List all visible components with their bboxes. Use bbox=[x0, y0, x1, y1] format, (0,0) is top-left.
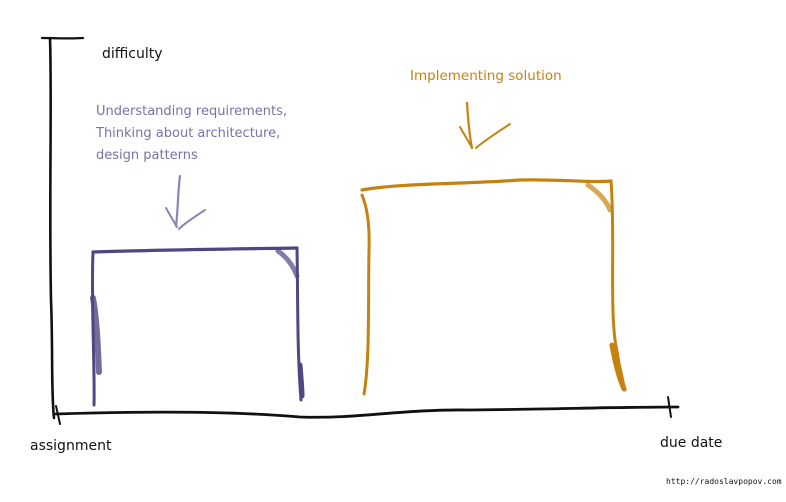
credit-url: http://radoslavpopov.com bbox=[666, 477, 782, 486]
y-axis bbox=[40, 36, 85, 420]
phase2-arrow-icon bbox=[459, 101, 511, 150]
x-axis bbox=[54, 396, 680, 425]
phase1-label-line: Thinking about architecture, bbox=[96, 126, 281, 141]
phase2-box bbox=[360, 178, 627, 396]
phase2-label: Implementing solution bbox=[410, 68, 562, 84]
phase1-label-line: design patterns bbox=[96, 148, 198, 163]
phase1-arrow-icon bbox=[165, 174, 206, 230]
phase1-label: Understanding requirements, Thinking abo… bbox=[96, 101, 287, 167]
phase1-label-line: Understanding requirements, bbox=[96, 104, 288, 119]
x-axis-end-label: due date bbox=[660, 435, 723, 451]
phase1-box bbox=[90, 246, 305, 407]
x-axis-start-label: assignment bbox=[30, 438, 112, 454]
y-axis-label: difficulty bbox=[102, 46, 163, 62]
